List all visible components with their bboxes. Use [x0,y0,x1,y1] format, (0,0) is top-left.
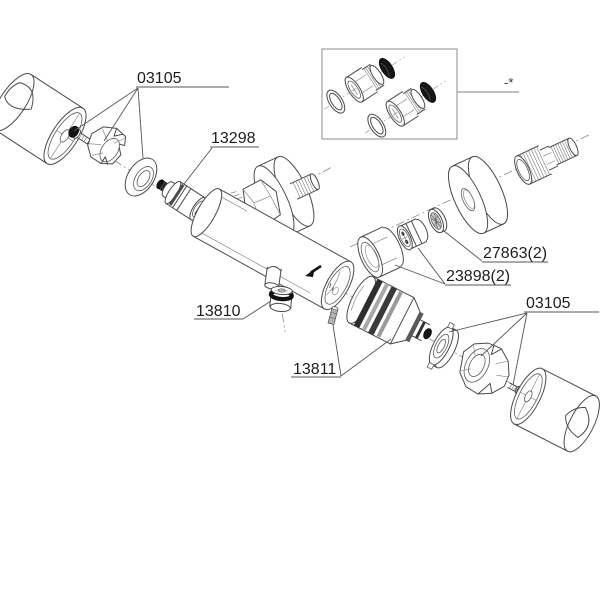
part-label: 27863(2) [483,245,547,262]
escutcheon-flange-left [124,157,158,197]
part-label: 03105 [526,295,571,312]
right-handle-knob [510,367,600,453]
wall-escutcheon-right [447,155,509,235]
spline-adapter-left [87,126,127,165]
left-handle-knob [0,73,87,165]
s-union-fitting [514,137,579,185]
check-valve-insert [396,218,429,251]
retainer-pin-13811 [327,306,339,325]
escutcheon-flange-right [426,321,459,370]
handle-screw-left [68,125,91,145]
part-label: 23898(2) [446,268,510,285]
callout-13810: 13810 [194,300,272,320]
flow-arrow-marking [305,264,334,292]
mixer-body [190,188,355,311]
outlet-plug-13810 [268,285,294,313]
part-label: 13810 [196,303,241,320]
callout-27863: 27863(2) [443,230,548,263]
part-label: 13298 [211,130,256,147]
part-label: 13811 [293,361,336,378]
inset-box: -* [315,44,519,146]
callout-03105-left: 03105 [73,70,229,159]
callout-13298: 13298 [183,130,259,185]
callout-13811: 13811 [291,324,392,378]
callout-23898: 23898(2) [394,247,511,286]
thermostatic-cartridge [346,275,432,345]
coupling-nut [357,226,404,278]
inset-marker-label: -* [504,75,513,90]
callout-03105-right: 03105 [448,295,599,386]
part-label: 03105 [137,70,182,87]
spline-adapter-right [459,342,510,395]
